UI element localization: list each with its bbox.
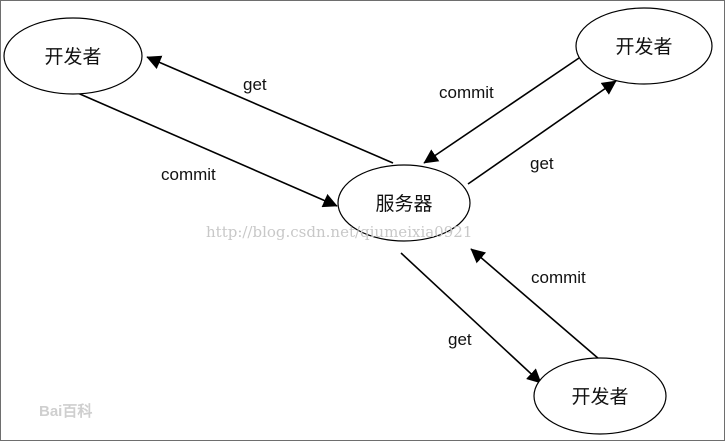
node-label: 服务器 — [375, 193, 432, 215]
edge-label-commit: commit — [531, 268, 586, 287]
node-developer-bottom: 开发者 — [533, 357, 667, 435]
watermark-url: http://blog.csdn.net/qiumeixia0921 — [206, 223, 472, 241]
watermark-logo: Bai百科 — [39, 402, 92, 420]
edge-server-to-bottom — [400, 252, 542, 384]
node-server: 服务器 — [337, 164, 471, 242]
edge-top-left-to-server — [72, 90, 338, 208]
node-label: 开发者 — [615, 36, 672, 58]
edge-server-to-top-left — [146, 55, 394, 164]
node-label: 开发者 — [44, 46, 101, 68]
node-developer-top-left: 开发者 — [3, 17, 143, 95]
edge-label-commit: commit — [161, 165, 216, 184]
edge-top-right-to-server — [423, 57, 580, 164]
node-label: 开发者 — [571, 386, 628, 408]
edge-label-commit: commit — [439, 83, 494, 102]
edge-label-get: get — [243, 75, 267, 94]
edge-label-get: get — [448, 330, 472, 349]
edge-server-to-top-right — [467, 80, 617, 185]
edge-bottom-to-server — [470, 248, 600, 360]
edge-label-get: get — [530, 154, 554, 173]
node-developer-top-right: 开发者 — [575, 7, 713, 85]
